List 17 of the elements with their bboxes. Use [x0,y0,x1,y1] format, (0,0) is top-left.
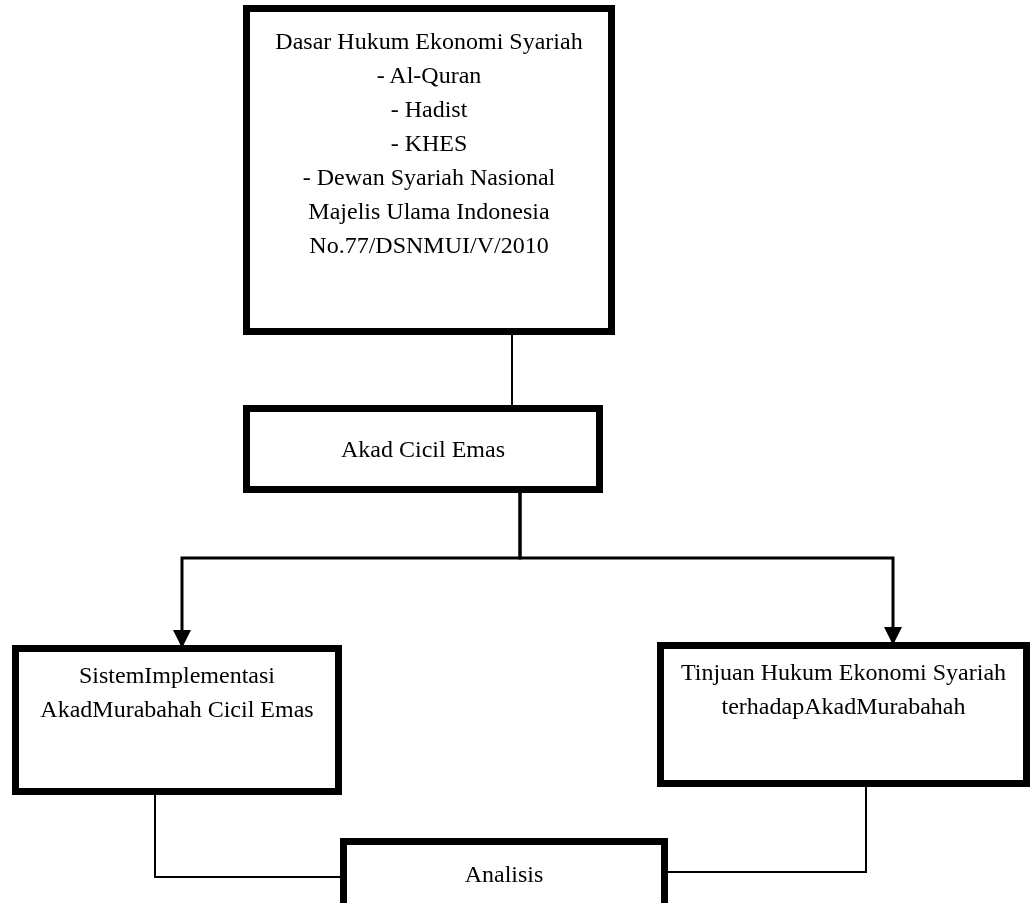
node-text: SistemImplementasi AkadMurabahah Cicil Emas [39,661,315,724]
process-box [12,645,342,795]
connector-line [667,786,867,873]
connector-line [511,334,513,406]
node-text: - Dewan Syariah Nasional Majelis Ulama Indonesia No.77/DSNMUI/V/2010 [301,163,557,260]
process-box [243,405,603,493]
process-box [340,838,668,903]
legal-basis-box [243,5,615,335]
node-text: - KHES [389,129,469,158]
connector-line [154,794,341,878]
node-text: - Al-Quran [375,61,483,90]
node-text: Akad Cicil Emas [341,435,505,464]
node-text: Tinjuan Hukum Ekonomi Syariah terhadapAkadMurabahah [679,658,1008,721]
node-text: Dasar Hukum Ekonomi Syariah [274,27,584,56]
node-text: - Hadist [389,95,469,124]
process-box [657,642,1030,787]
node-text: Analisis [464,860,544,889]
